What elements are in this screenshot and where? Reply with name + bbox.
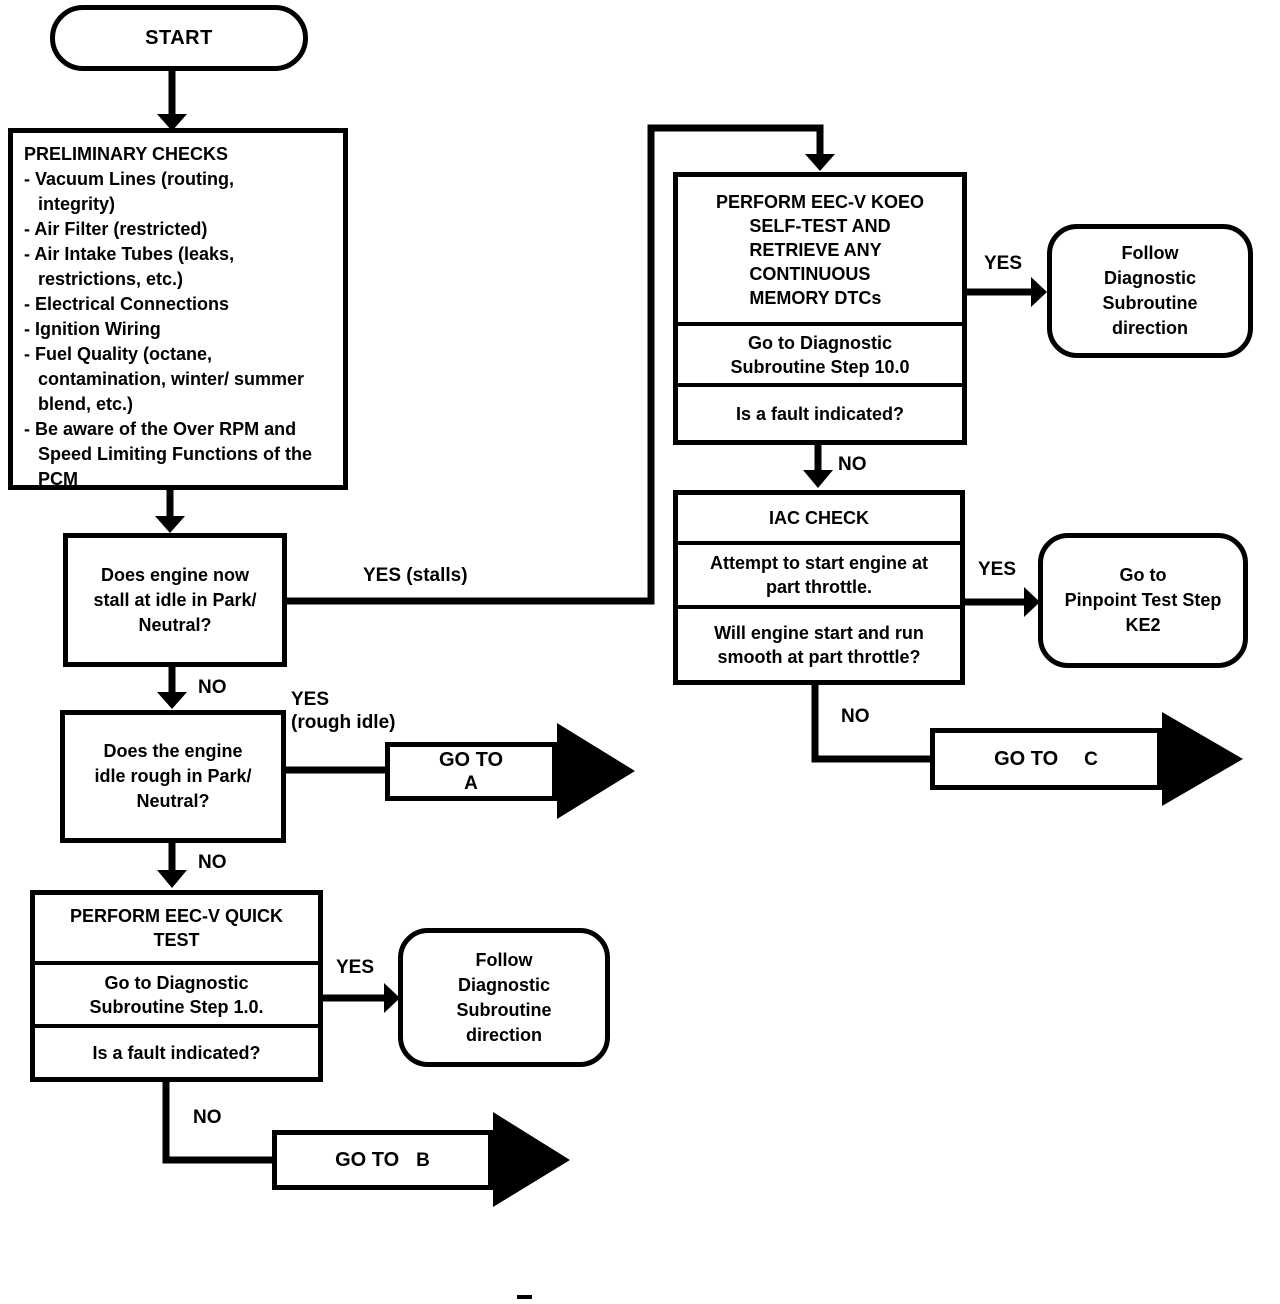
iac-step: Attempt to start engine at part throttle… [709,553,928,597]
preliminary-item: - Vacuum Lines (routing, integrity) [24,169,235,214]
arrowhead-right-icon [1024,587,1040,617]
follow-diagnostic-bottom-node: Follow Diagnostic Subroutine direction [398,928,610,1067]
follow-diagnostic-top-node: Follow Diagnostic Subroutine direction [1047,224,1253,358]
iac-step-section: Attempt to start engine at part throttle… [678,541,960,605]
koeo-question: Is a fault indicated? [735,403,905,424]
koeo-question-section: Is a fault indicated? [678,383,962,440]
goto-b-arrowhead-icon [493,1112,570,1207]
quick-test-step: Go to Diagnostic Subroutine Step 1.0. [89,972,264,1017]
quick-test-node: PERFORM EEC-V QUICK TEST Go to Diagnosti… [30,890,323,1082]
pinpoint-ke2-node: Go to Pinpoint Test Step KE2 [1038,533,1248,668]
goto-c-arrowhead-icon [1162,712,1243,806]
label-yes-rough-idle: YES (rough idle) [291,689,396,733]
koeo-title-line1: PERFORM EEC-V KOEO [715,191,925,212]
rough-idle-decision-node: Does the engine idle rough in Park/ Neut… [60,710,286,843]
start-node: START [50,5,308,71]
label-yes-koeo: YES [984,253,1023,274]
page-bottom-dash [517,1295,532,1299]
preliminary-checks-node: PRELIMINARY CHECKS - Vacuum Lines (routi… [8,128,348,490]
quick-test-title-section: PERFORM EEC-V QUICK TEST [35,895,318,961]
arrowhead-down-icon [157,114,187,131]
preliminary-item: - Ignition Wiring [24,319,161,339]
goto-a-letter: A [464,772,478,794]
preliminary-title: PRELIMINARY CHECKS [24,144,229,164]
arrowhead-right-icon [384,983,400,1013]
preliminary-item: - Air Filter (restricted) [24,219,208,239]
goto-c-node: GO TO C [930,728,1162,790]
stall-decision-text: Does engine now stall at idle in Park/ N… [93,564,257,635]
label-no-iac: NO [841,706,870,727]
goto-c-label: GO TO [994,747,1059,770]
preliminary-item: - Electrical Connections [24,294,230,314]
iac-question-section: Will engine start and run smooth at part… [678,605,960,680]
quick-test-step-section: Go to Diagnostic Subroutine Step 1.0. [35,961,318,1024]
quick-test-question: Is a fault indicated? [92,1042,261,1063]
iac-question: Will engine start and run smooth at part… [714,622,924,667]
arrowhead-down-icon [157,692,187,709]
label-yes-iac: YES [978,559,1017,580]
label-no-quick-test: NO [193,1107,222,1128]
preliminary-item: - Fuel Quality (octane, contamination, w… [24,344,305,414]
quick-test-title: PERFORM EEC-V QUICK TEST [69,906,283,950]
start-label: START [145,26,213,49]
koeo-title-section: PERFORM EEC-V KOEO SELF-TEST AND RETRIEV… [678,177,962,322]
connector-iac-gotoC [811,683,932,763]
koeo-title-rest: SELF-TEST AND RETRIEVE ANY CONTINUOUS ME… [749,215,891,308]
connector-quicktest-gotoB [162,1080,274,1164]
arrowhead-down-icon [803,470,833,488]
label-yes-stalls: YES (stalls) [363,565,468,586]
preliminary-item: - Be aware of the Over RPM and Speed Lim… [24,419,312,489]
iac-title-section: IAC CHECK [678,495,960,541]
connector-stall-koeo [286,124,824,605]
label-yes-quick-test: YES [336,957,375,978]
label-no-rough-idle: NO [198,852,227,873]
goto-c-letter: C [1084,748,1098,770]
goto-a-arrowhead-icon [557,723,635,819]
follow-diagnostic-bottom-text: Follow Diagnostic Subroutine direction [456,949,552,1045]
iac-title: IAC CHECK [768,508,869,528]
preliminary-item: - Air Intake Tubes (leaks, restrictions,… [24,244,235,289]
arrowhead-down-icon [805,154,835,171]
stall-decision-node: Does engine now stall at idle in Park/ N… [63,533,287,667]
goto-b-letter: B [416,1149,430,1171]
quick-test-question-section: Is a fault indicated? [35,1024,318,1077]
rough-idle-decision-text: Does the engine idle rough in Park/ Neut… [94,741,252,811]
follow-diagnostic-top-text: Follow Diagnostic Subroutine direction [1102,243,1198,338]
goto-a-label: GO TO [438,748,504,771]
goto-b-label: GO TO [335,1148,400,1171]
label-no-stall: NO [198,677,227,698]
arrowhead-down-icon [155,516,185,533]
goto-a-node: GO TO A [385,742,557,801]
koeo-test-node: PERFORM EEC-V KOEO SELF-TEST AND RETRIEV… [673,172,967,445]
arrowhead-right-icon [1031,277,1047,307]
label-no-koeo: NO [838,454,867,475]
koeo-step-section: Go to Diagnostic Subroutine Step 10.0 [678,322,962,383]
arrowhead-down-icon [157,870,187,888]
iac-check-node: IAC CHECK Attempt to start engine at par… [673,490,965,685]
pinpoint-ke2-text: Go to Pinpoint Test Step KE2 [1064,565,1222,635]
goto-b-node: GO TO B [272,1130,493,1190]
koeo-step: Go to Diagnostic Subroutine Step 10.0 [730,332,910,377]
